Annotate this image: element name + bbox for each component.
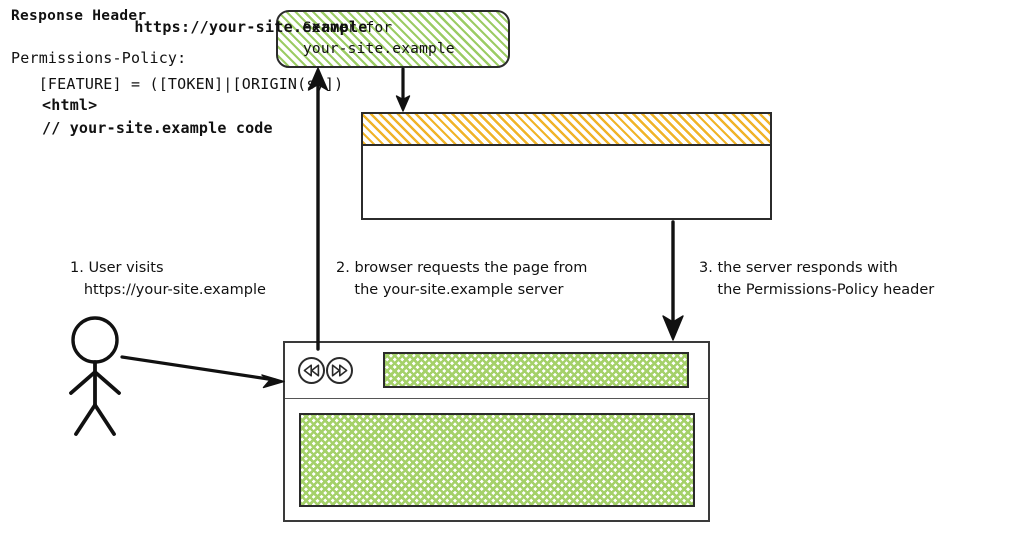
response-header-body: Permissions-Policy: [FEATURE] = ([TOKEN]… xyxy=(0,32,1012,538)
browser-window xyxy=(283,341,710,522)
server-box xyxy=(276,10,510,68)
url-bar[interactable] xyxy=(383,352,689,388)
url-bar-text: https://your-site.example xyxy=(134,18,368,36)
caption-step-1: 1. User visits https://your-site.example xyxy=(70,260,266,299)
server-line-2: your-site.example xyxy=(303,41,455,57)
response-header-line-1: Permissions-Policy: xyxy=(11,49,187,67)
browser-toolbar xyxy=(285,343,708,399)
fast-forward-icon[interactable] xyxy=(326,357,353,384)
server-box-label: Server for your-site.example xyxy=(276,10,510,68)
caption-step-3: 3. the server responds with the Permissi… xyxy=(699,260,935,299)
rewind-glyph xyxy=(303,364,320,377)
caption-step-2: 2. browser requests the page from the yo… xyxy=(336,260,588,299)
browser-content-area xyxy=(299,413,695,507)
content-line-1: <html> xyxy=(42,95,98,114)
response-header-title-bar xyxy=(363,114,770,146)
response-header-line-2: [FEATURE] = ([TOKEN]|[ORIGIN(s)]) xyxy=(11,74,344,93)
response-header-box xyxy=(361,112,772,220)
response-header-title: Response Header xyxy=(11,8,147,24)
content-line-2: // your-site.example code xyxy=(42,119,273,137)
fast-forward-glyph xyxy=(331,364,348,377)
browser-content-text: <html> // your-site.example code xyxy=(14,70,410,164)
server-line-1: Server for xyxy=(303,19,393,36)
rewind-icon[interactable] xyxy=(298,357,325,384)
